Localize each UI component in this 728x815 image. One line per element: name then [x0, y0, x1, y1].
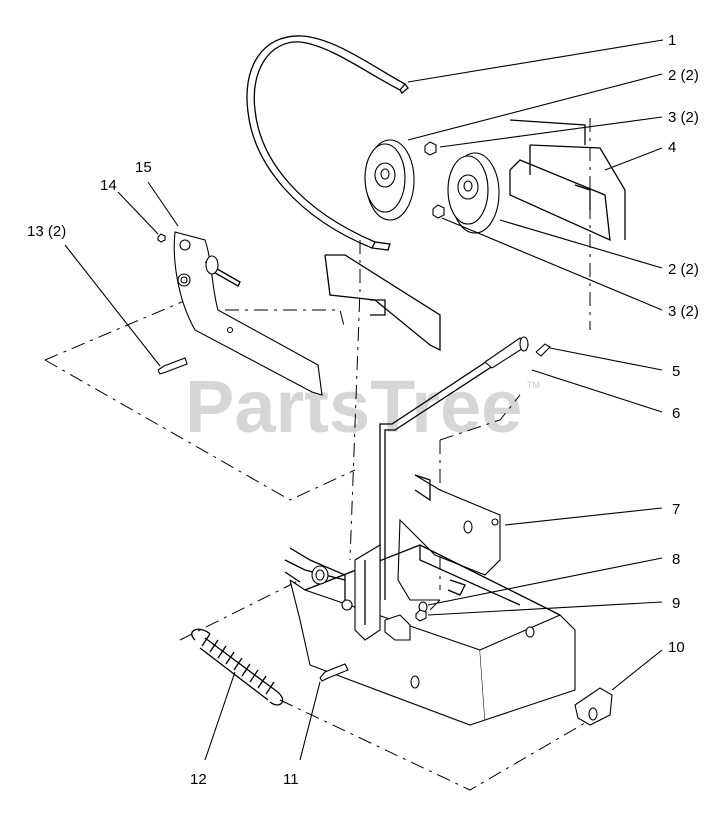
callout-14: 14 [100, 177, 117, 194]
callout-13: 13 (2) [27, 223, 66, 240]
support-bracket [397, 474, 501, 601]
callout-5: 5 [672, 363, 680, 380]
callout-1: 1 [668, 32, 676, 49]
control-rod [379, 336, 529, 600]
callout-2b: 2 (2) [668, 261, 699, 278]
callout-6: 6 [672, 405, 680, 422]
end-cap [574, 687, 613, 726]
base-plate [284, 544, 576, 726]
callout-3b: 3 (2) [668, 303, 699, 320]
callout-8: 8 [672, 551, 680, 568]
hex-bolt [319, 663, 349, 682]
idler-pulley-upper [364, 139, 415, 221]
idler-arm [173, 231, 323, 396]
leader-lines [64, 39, 664, 761]
callout-10: 10 [668, 639, 685, 656]
callout-3a: 3 (2) [668, 109, 699, 126]
mount-plate [324, 254, 441, 352]
callout-4: 4 [668, 139, 676, 156]
lock-nut [415, 609, 427, 622]
extension-spring [191, 628, 284, 706]
assembly-centerlines [44, 118, 591, 791]
v-belt [246, 35, 409, 251]
callout-labels: 1 2 (2) 3 (2) 4 2 (2) 3 (2) 5 6 7 8 9 10… [27, 32, 699, 788]
callout-9: 9 [672, 595, 680, 612]
small-nut [157, 233, 166, 243]
watermark-text: PartsTree [185, 365, 522, 448]
idler-pulley-lower [447, 152, 500, 234]
carriage-bolt [157, 357, 188, 375]
spring-clip [384, 614, 411, 641]
watermark-trademark: TM [527, 380, 540, 390]
callout-2a: 2 (2) [668, 67, 699, 84]
nuts [424, 141, 445, 219]
pulley-bracket [509, 119, 626, 242]
callout-7: 7 [672, 501, 680, 518]
callout-11: 11 [283, 771, 299, 788]
callout-15: 15 [135, 159, 152, 176]
cotter-pin [535, 343, 551, 357]
callout-12: 12 [190, 771, 207, 788]
